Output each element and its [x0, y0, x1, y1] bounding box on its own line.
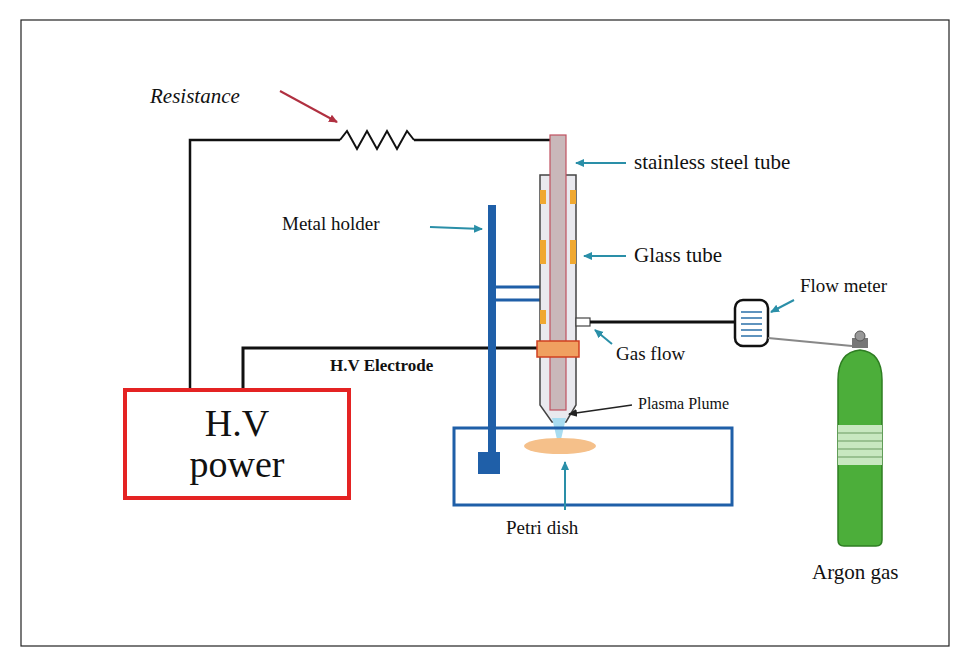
holder-base — [478, 452, 500, 474]
gas-hose — [590, 321, 735, 324]
wire — [190, 140, 340, 390]
part-label: Flow meter — [800, 275, 887, 297]
gas-hose — [768, 338, 852, 346]
part-label: Gas flow — [616, 343, 685, 365]
glass-band — [540, 240, 546, 264]
glass-band — [540, 310, 546, 324]
leader-arrow — [280, 91, 337, 122]
cylinder-band — [838, 425, 882, 465]
glass-band — [570, 190, 576, 204]
holder-arm — [496, 299, 540, 302]
part-label: stainless steel tube — [634, 150, 790, 174]
cylinder-knob — [855, 331, 865, 341]
leader-arrow — [576, 162, 626, 164]
leader-arrow — [569, 405, 632, 414]
leader-arrow — [595, 330, 612, 344]
part-label: Plasma Plume — [638, 395, 729, 413]
glass-band — [540, 190, 546, 204]
argon-cylinder — [838, 350, 882, 546]
leader-arrow — [771, 300, 794, 312]
part-label: Metal holder — [282, 213, 380, 235]
box-text: H.V power — [177, 403, 297, 485]
glass-band — [570, 240, 576, 264]
petri-dish — [454, 428, 732, 505]
part-label: H.V Electrode — [330, 356, 433, 376]
part-label: Glass tube — [634, 243, 722, 267]
stainless-steel-tube — [550, 135, 566, 410]
resistance-label: Resistance — [150, 84, 240, 108]
cylinder-band-lines — [838, 433, 882, 457]
power-supply-box: H.V power — [123, 388, 351, 500]
flow-meter-scale — [741, 312, 762, 336]
hv-electrode — [537, 341, 579, 357]
leader-arrow — [564, 462, 566, 510]
resistor-symbol — [340, 131, 414, 149]
wire — [414, 139, 551, 142]
part-label: Petri dish — [506, 517, 578, 539]
leader-arrow — [584, 255, 626, 257]
part-label: Argon gas — [812, 560, 899, 584]
frame — [21, 20, 949, 646]
flow-meter — [735, 300, 768, 346]
gas-inlet — [576, 318, 590, 326]
leader-arrow — [430, 227, 482, 229]
holder-arm — [496, 286, 540, 289]
sample — [524, 438, 596, 454]
